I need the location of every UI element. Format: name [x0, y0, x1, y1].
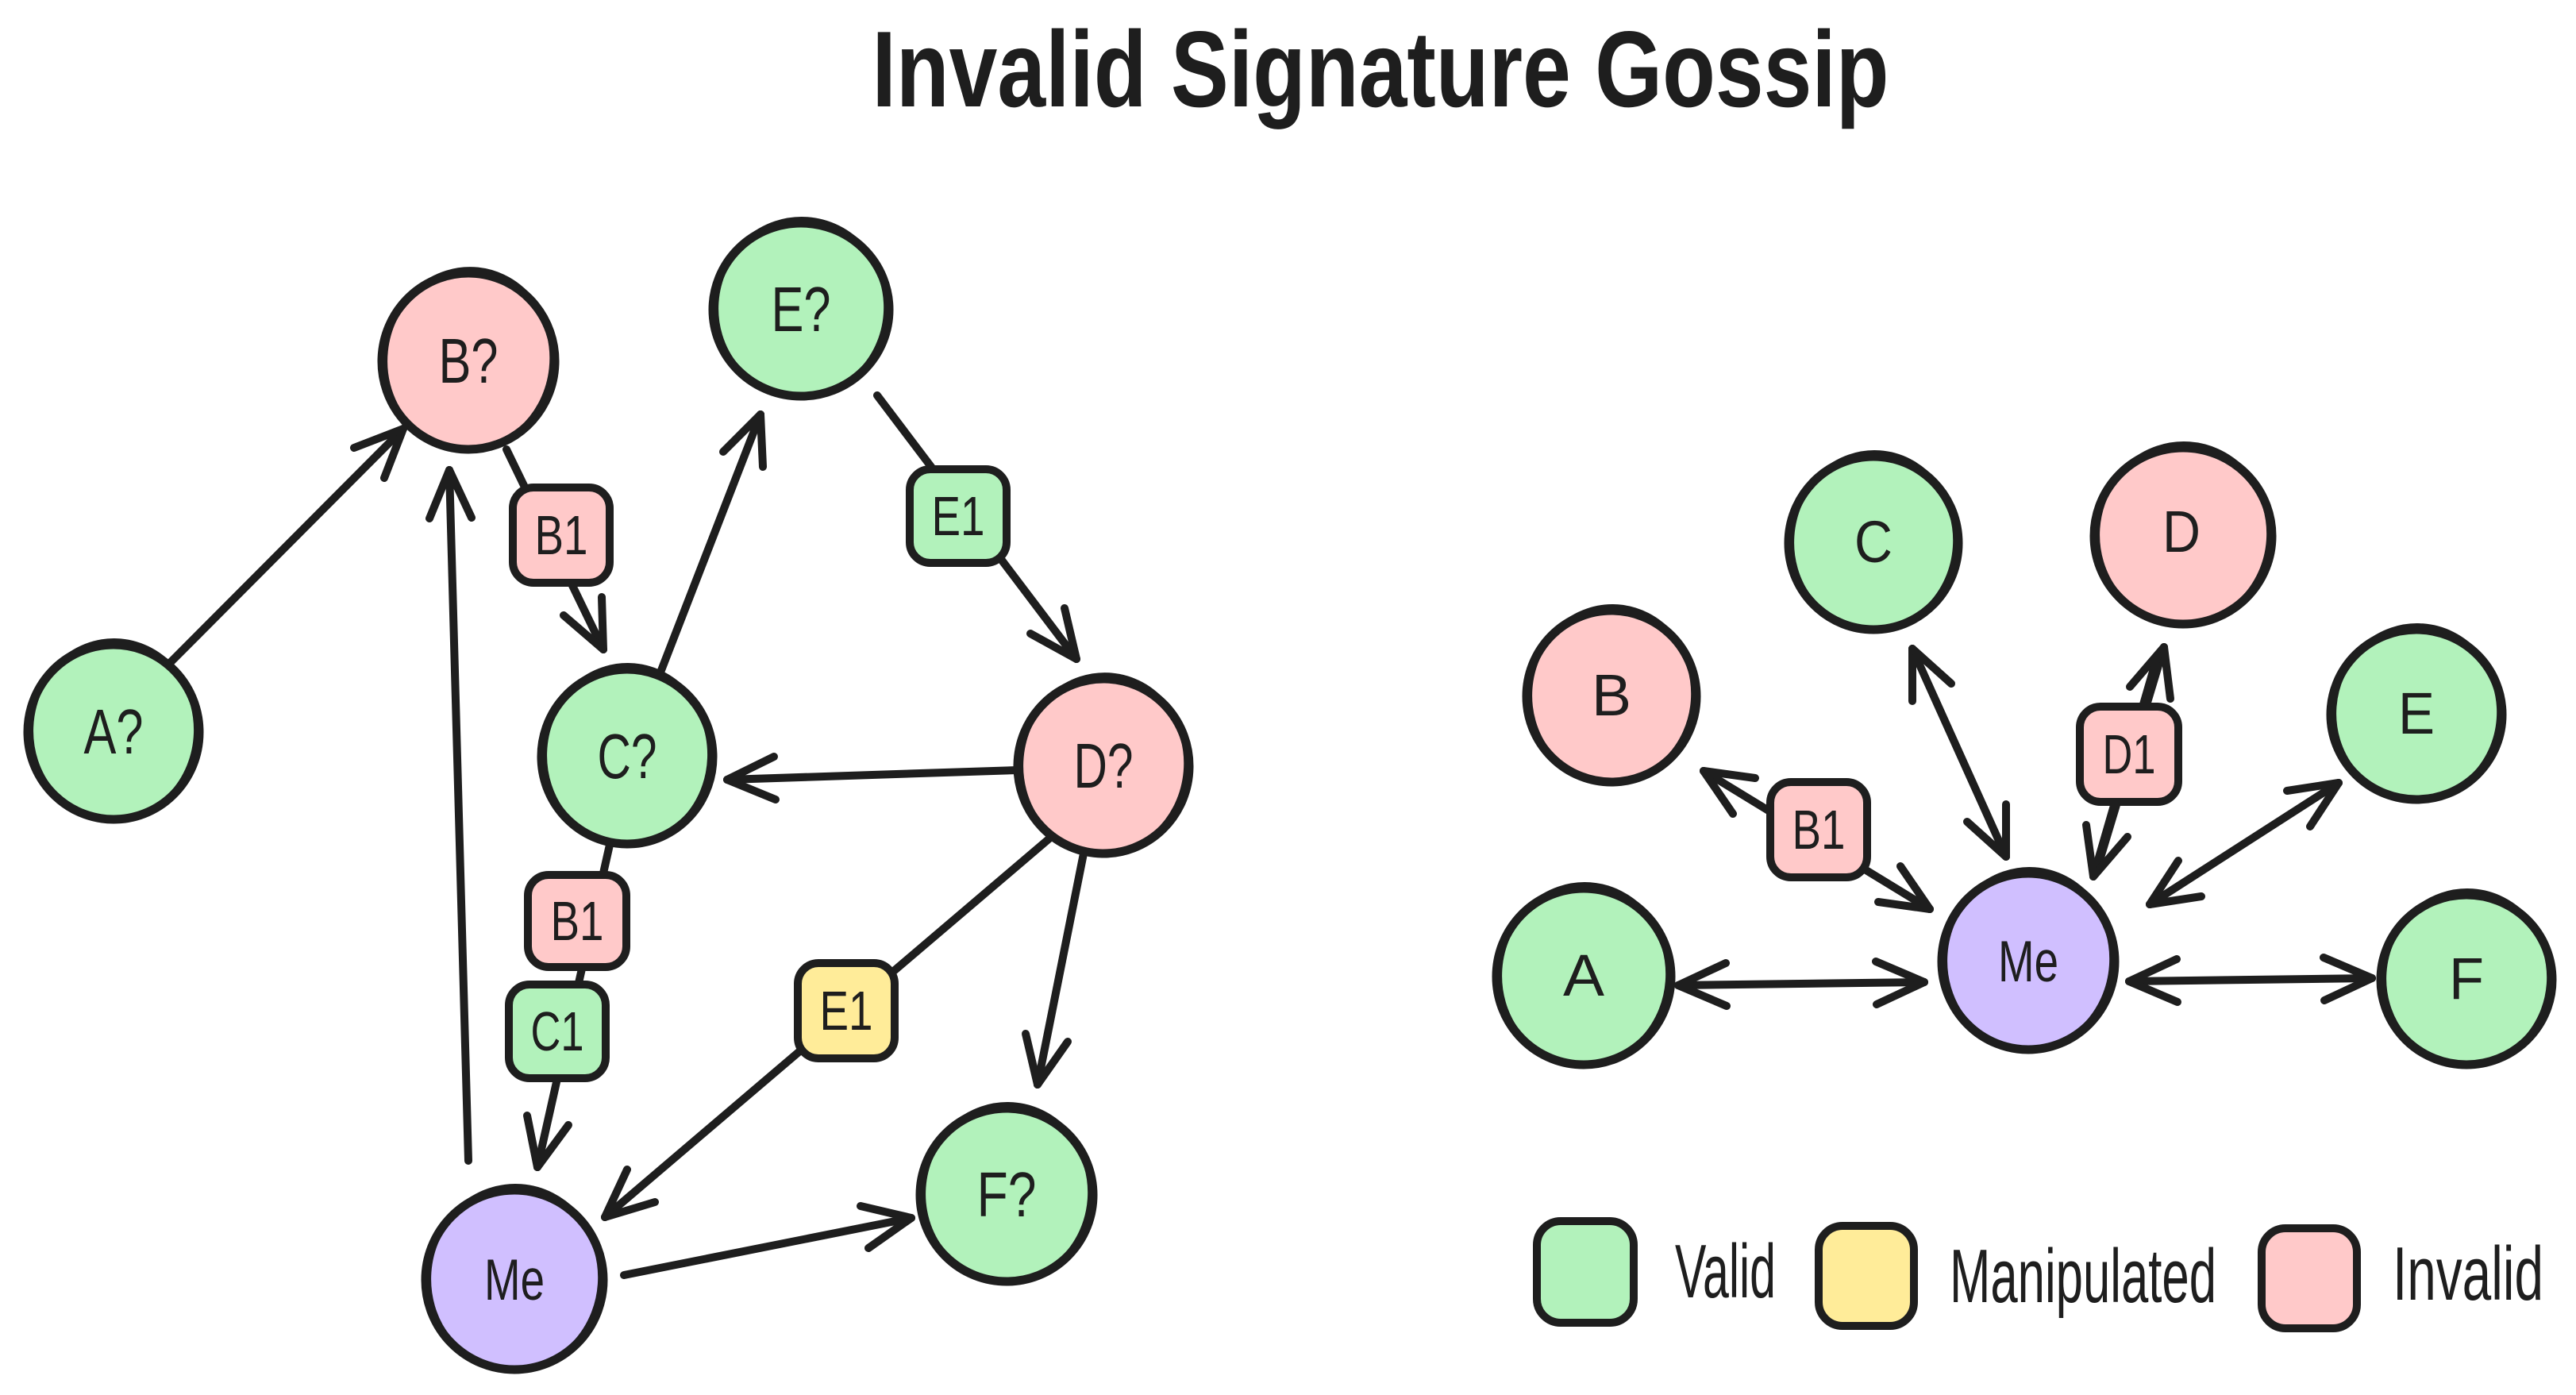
- svg-text:B1: B1: [535, 504, 588, 566]
- svg-text:C1: C1: [531, 1000, 584, 1062]
- svg-text:Manipulated: Manipulated: [1950, 1234, 2216, 1319]
- svg-text:B?: B?: [439, 326, 499, 396]
- svg-text:Invalid Signature Gossip: Invalid Signature Gossip: [872, 9, 1889, 129]
- svg-text:D?: D?: [1074, 730, 1134, 801]
- svg-text:F?: F?: [977, 1159, 1037, 1230]
- svg-text:E?: E?: [772, 274, 831, 345]
- svg-text:B1: B1: [1792, 799, 1846, 861]
- svg-text:Valid: Valid: [1675, 1229, 1776, 1314]
- svg-text:A: A: [1563, 942, 1605, 1008]
- svg-text:Me: Me: [484, 1248, 545, 1312]
- svg-text:C?: C?: [598, 721, 657, 792]
- svg-text:E: E: [2398, 680, 2435, 746]
- svg-text:Me: Me: [1998, 930, 2058, 994]
- svg-text:Invalid: Invalid: [2393, 1231, 2543, 1316]
- svg-text:E1: E1: [820, 980, 873, 1042]
- svg-text:D: D: [2162, 499, 2201, 565]
- svg-text:C: C: [1854, 509, 1893, 575]
- svg-text:B1: B1: [551, 890, 604, 952]
- svg-text:D1: D1: [2103, 723, 2156, 785]
- svg-text:F: F: [2449, 946, 2484, 1012]
- svg-text:A?: A?: [84, 696, 144, 767]
- svg-text:E1: E1: [932, 485, 985, 547]
- svg-text:B: B: [1592, 662, 1631, 728]
